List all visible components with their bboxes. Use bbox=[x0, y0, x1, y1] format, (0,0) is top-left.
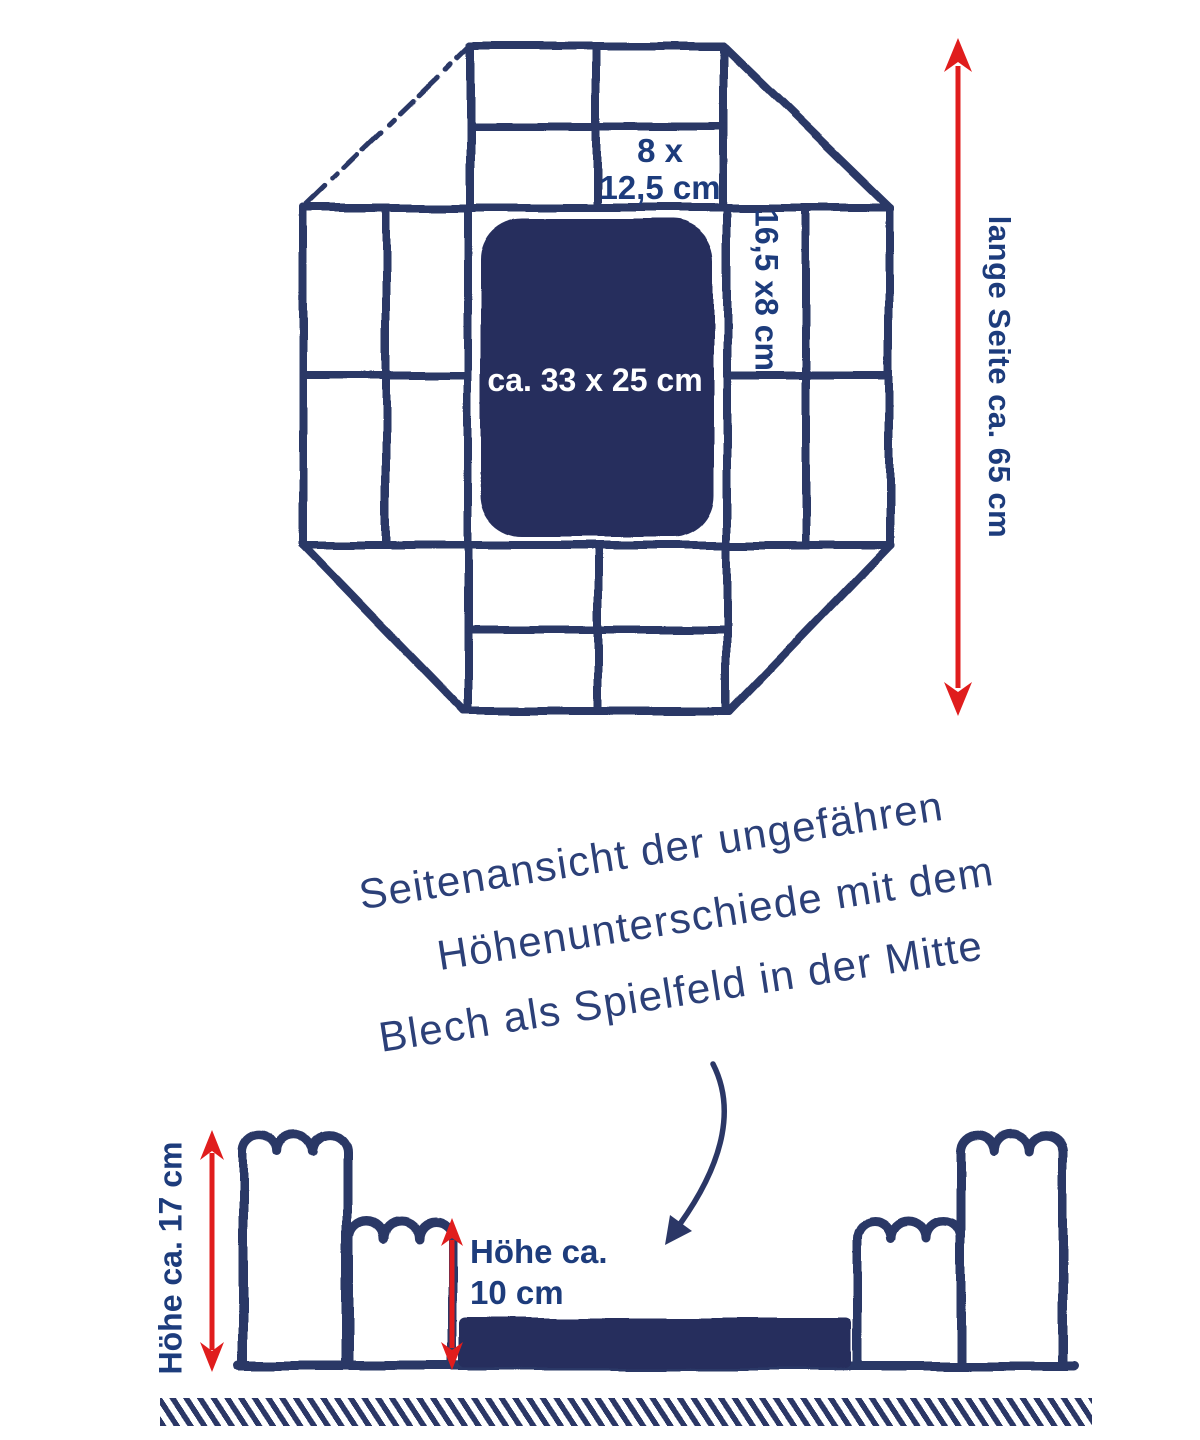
octagon-diagonal-top-left bbox=[300, 43, 473, 211]
tower-left-tall bbox=[238, 1129, 352, 1371]
ground-hatch bbox=[160, 1398, 1092, 1426]
octagon-diagonal-top-right bbox=[719, 42, 894, 212]
arrowhead-down bbox=[200, 1342, 224, 1372]
arrowhead-up bbox=[944, 38, 972, 72]
arrowhead-down bbox=[441, 1342, 463, 1370]
side-view bbox=[234, 1129, 1079, 1371]
octagon-diagonal-bottom-right bbox=[726, 541, 894, 715]
arrowhead-down bbox=[944, 682, 972, 716]
sheet-bar bbox=[459, 1318, 852, 1368]
height-10-label: Höhe ca. 10 cm bbox=[470, 1231, 608, 1313]
tower-right-short bbox=[853, 1216, 965, 1371]
height-10-line2: 10 cm bbox=[470, 1274, 564, 1311]
play-field-rect bbox=[481, 219, 714, 537]
tower-right-tall bbox=[955, 1129, 1068, 1371]
octagon-brick-layout bbox=[299, 42, 894, 715]
arrowhead-up bbox=[441, 1218, 463, 1246]
brick-size-line2: 12,5 cm bbox=[599, 169, 721, 206]
height-10-line1: Höhe ca. bbox=[470, 1233, 608, 1270]
brick-size-label: 8 x 12,5 cm bbox=[597, 132, 723, 206]
arrowhead-down-left bbox=[665, 1215, 692, 1245]
height-17-label: Höhe ca. 17 cm bbox=[152, 1141, 189, 1375]
tower-left-short bbox=[345, 1216, 457, 1371]
arrowhead-up bbox=[200, 1130, 224, 1160]
pointer-arrow bbox=[665, 1061, 727, 1245]
long-side-dimension-label: lange Seite ca. 65 cm bbox=[982, 215, 1017, 539]
side-brick-size-label: 16,5 x8 cm bbox=[748, 209, 785, 371]
height-10-arrow bbox=[441, 1218, 463, 1370]
long-side-arrow bbox=[944, 38, 972, 716]
height-17-arrow bbox=[200, 1130, 224, 1372]
brick-size-line1: 8 x bbox=[637, 132, 683, 169]
play-field-size-label: ca. 33 x 25 cm bbox=[487, 362, 703, 398]
octagon-diagonal-bottom-left bbox=[299, 541, 468, 715]
